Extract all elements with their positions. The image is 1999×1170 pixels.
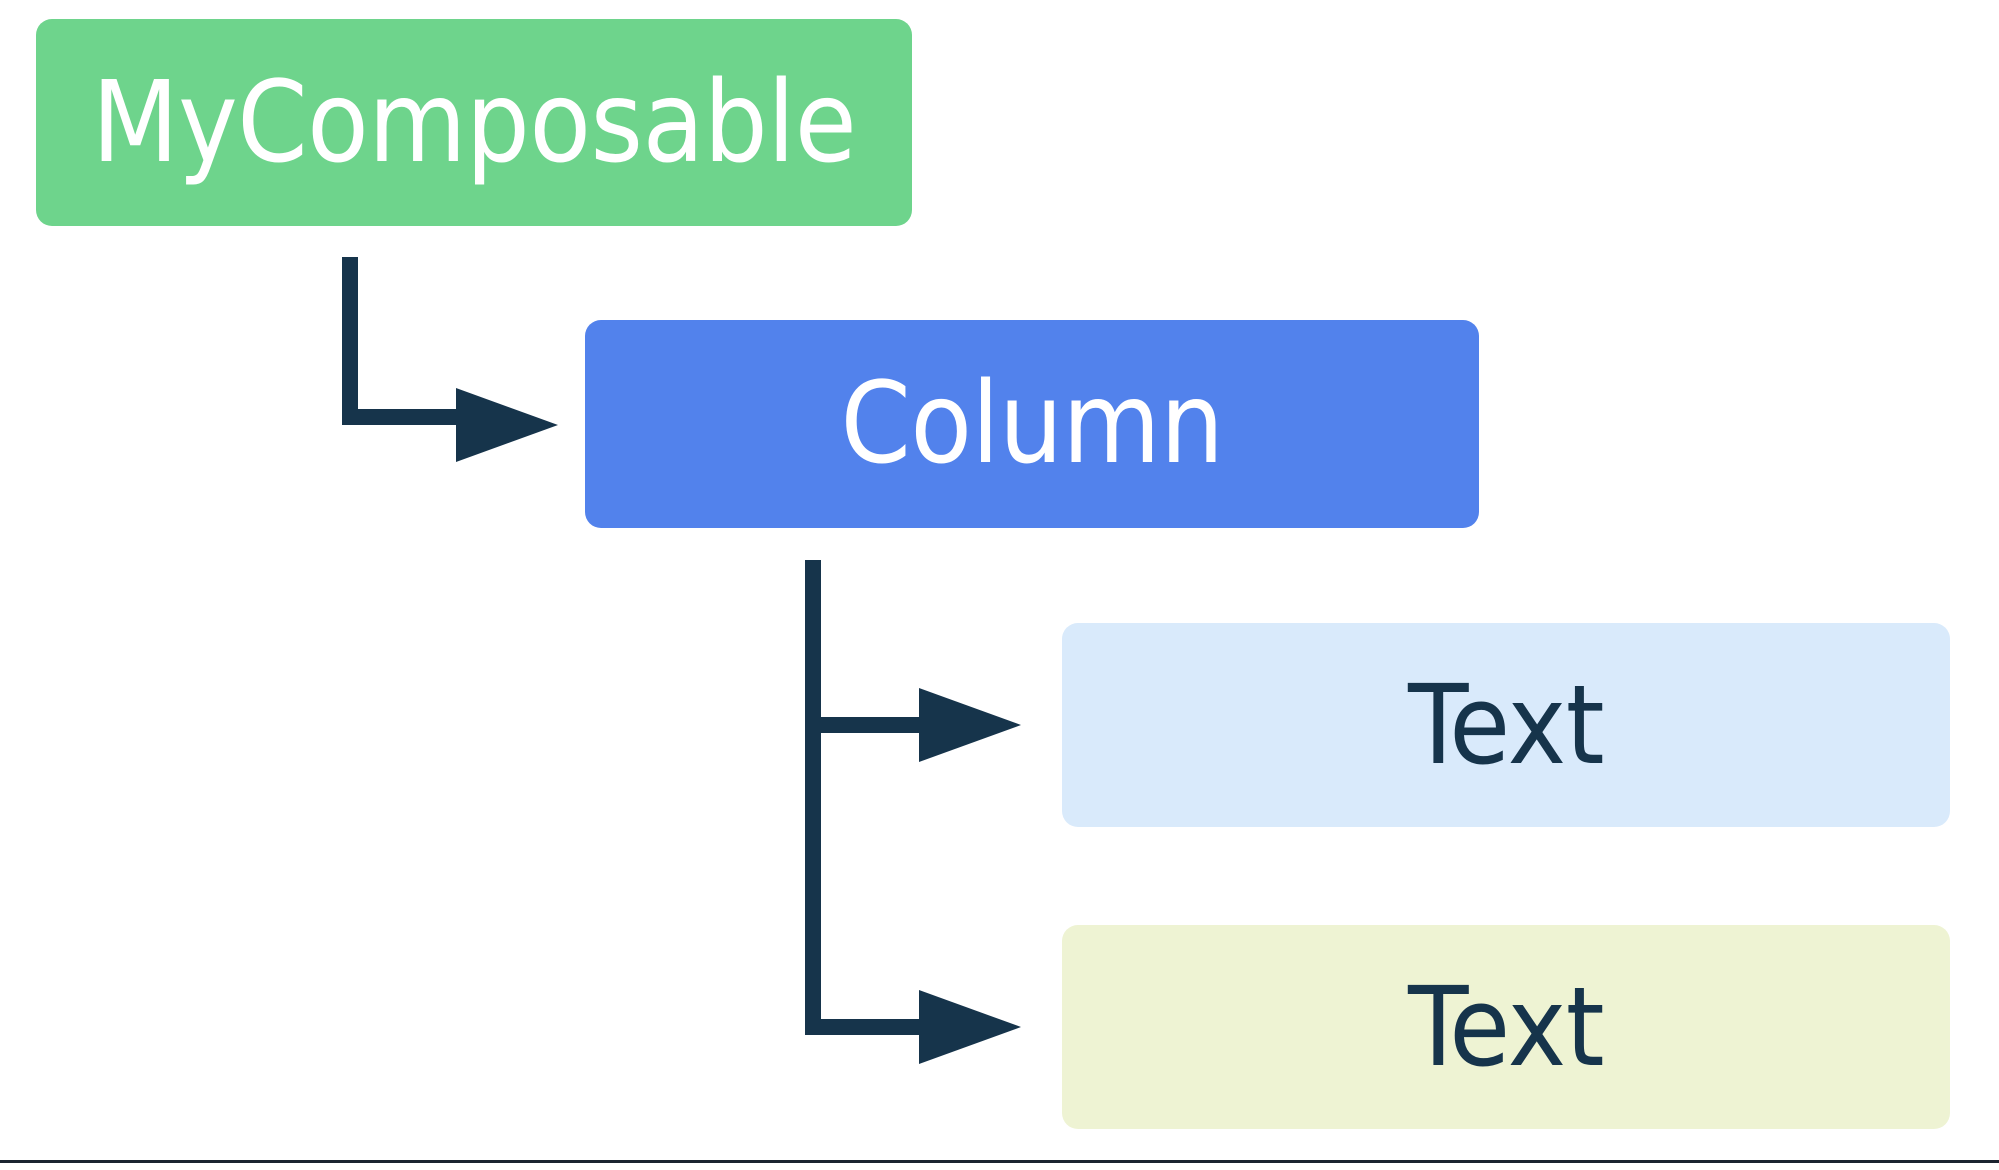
node-column-label: Column [840,359,1224,489]
node-my-composable[interactable]: MyComposable [36,19,912,226]
node-text-second-label: Text [1407,963,1605,1091]
edge-column-to-text-2 [805,990,1021,1064]
node-text-first-label: Text [1407,661,1605,789]
edge-column-trunk [805,560,821,1035]
bottom-divider [0,1160,1999,1163]
edge-root-to-column [342,257,558,462]
node-text-first[interactable]: Text [1062,623,1950,827]
node-column[interactable]: Column [585,320,1479,528]
node-my-composable-label: MyComposable [91,57,857,188]
edge-column-to-text-1 [805,688,1021,762]
node-text-second[interactable]: Text [1062,925,1950,1129]
